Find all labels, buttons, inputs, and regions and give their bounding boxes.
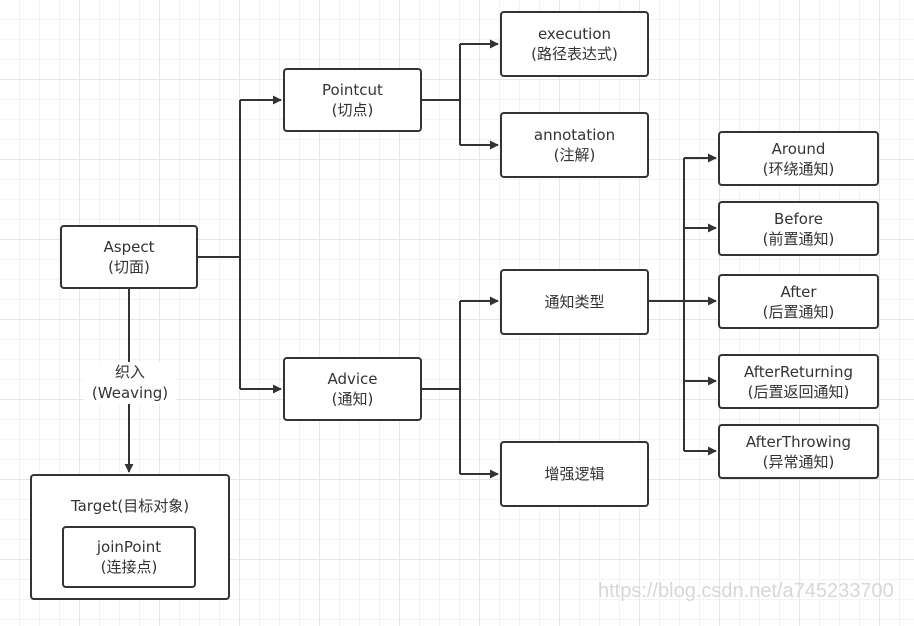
join-point-note: (连接点) — [100, 558, 158, 576]
after-node: After (后置通知) — [718, 274, 879, 329]
aspect-note: (切面) — [108, 258, 150, 276]
pointcut-note: (切点) — [331, 101, 374, 119]
weaving-label-cn: 织入 — [114, 363, 145, 381]
aspect-node: Aspect (切面) — [60, 225, 198, 289]
after-throwing-note: (异常通知) — [762, 452, 835, 471]
before-note: (前置通知) — [762, 229, 835, 248]
execution-label: execution — [537, 25, 612, 43]
aspect-label: Aspect — [103, 238, 155, 256]
weaving-edge-label: 织入 (Weaving) — [84, 362, 176, 404]
after-throwing-node: AfterThrowing (异常通知) — [718, 424, 879, 479]
pointcut-label: Pointcut — [322, 81, 383, 99]
enhance-logic-label: 增强逻辑 — [544, 465, 605, 483]
target-node: Target(目标对象) joinPoint (连接点) — [30, 474, 230, 600]
join-point-node: joinPoint (连接点) — [62, 526, 196, 588]
target-label: Target(目标对象) — [70, 497, 190, 515]
after-returning-node: AfterReturning (后置返回通知) — [718, 354, 879, 409]
weaving-label-en: (Weaving) — [91, 384, 169, 402]
advice-note: (通知) — [331, 390, 374, 408]
after-returning-note: (后置返回通知) — [747, 382, 850, 401]
after-returning-label: AfterReturning — [744, 362, 853, 381]
advice-node: Advice (通知) — [283, 357, 422, 421]
annotation-node: annotation (注解) — [500, 112, 649, 178]
enhance-logic-node: 增强逻辑 — [500, 441, 649, 507]
after-throwing-label: AfterThrowing — [745, 432, 852, 451]
annotation-note: (注解) — [553, 146, 596, 164]
watermark: https://blog.csdn.net/a745233700 — [598, 580, 894, 602]
join-point-label: joinPoint — [96, 538, 162, 556]
pointcut-node: Pointcut (切点) — [283, 68, 422, 132]
annotation-label: annotation — [533, 126, 616, 144]
advice-types-node: 通知类型 — [500, 269, 649, 335]
before-node: Before (前置通知) — [718, 201, 879, 256]
advice-label: Advice — [327, 370, 378, 388]
after-note: (后置通知) — [762, 302, 835, 321]
around-note: (环绕通知) — [762, 159, 835, 178]
execution-note: (路径表达式) — [531, 45, 618, 63]
around-label: Around — [771, 139, 826, 158]
around-node: Around (环绕通知) — [718, 131, 879, 186]
advice-types-label: 通知类型 — [544, 293, 605, 311]
execution-node: execution (路径表达式) — [500, 11, 649, 77]
before-label: Before — [773, 209, 824, 228]
after-label: After — [780, 282, 817, 301]
